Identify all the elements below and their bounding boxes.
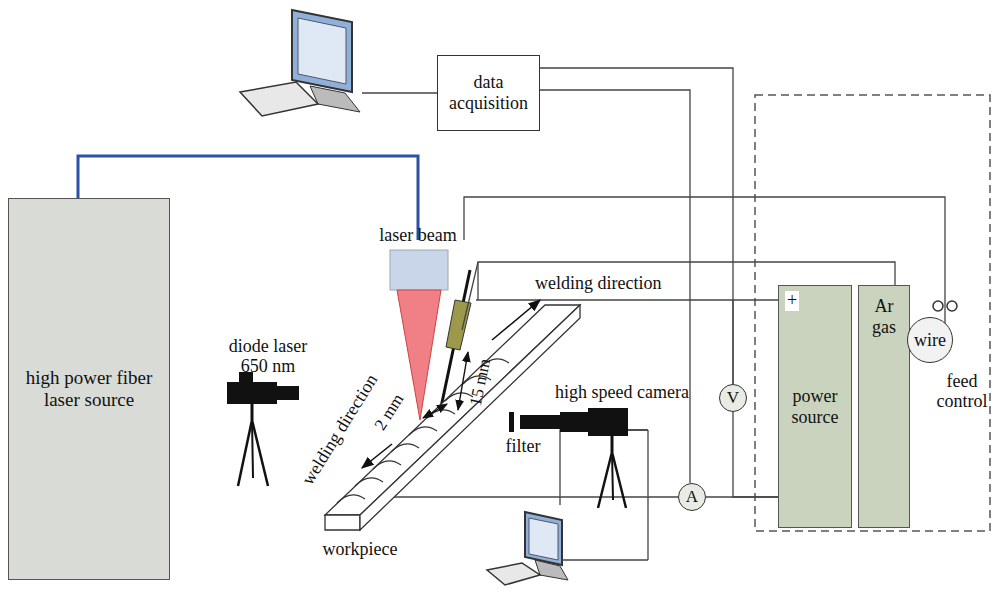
label: feed control <box>932 372 992 412</box>
power-source-box: power source <box>778 285 852 528</box>
label: filter <box>506 437 541 457</box>
node-text: data acquisition <box>442 72 535 113</box>
gas-box: Ar gas <box>858 285 910 528</box>
node-text: V <box>727 388 739 408</box>
laser-source-box: high power fiber laser source <box>8 198 170 580</box>
ammeter: A <box>678 483 706 511</box>
wire-connector <box>540 68 733 384</box>
computer <box>240 10 360 116</box>
voltmeter: V <box>719 384 747 412</box>
label: diode laser 650 nm <box>218 337 318 377</box>
node-text: Ar gas <box>863 296 905 337</box>
node-text: high power fiber laser source <box>23 367 155 411</box>
label: high speed camera <box>555 383 689 403</box>
diode-laser <box>227 372 299 486</box>
label: workpiece <box>323 540 398 560</box>
label: welding direction <box>535 274 661 294</box>
label: 2 mm <box>372 390 409 433</box>
node-text: wire <box>914 330 946 351</box>
node-text: A <box>686 487 698 507</box>
label: laser beam <box>379 226 456 246</box>
label: + <box>785 291 799 311</box>
computer <box>487 512 568 585</box>
label: welding direction <box>298 371 382 489</box>
wire-spool: wire <box>907 317 953 363</box>
process-box: data acquisition <box>437 55 540 131</box>
high-speed-camera <box>509 408 628 508</box>
node-text: power source <box>783 386 847 427</box>
wire-connector <box>733 412 778 497</box>
